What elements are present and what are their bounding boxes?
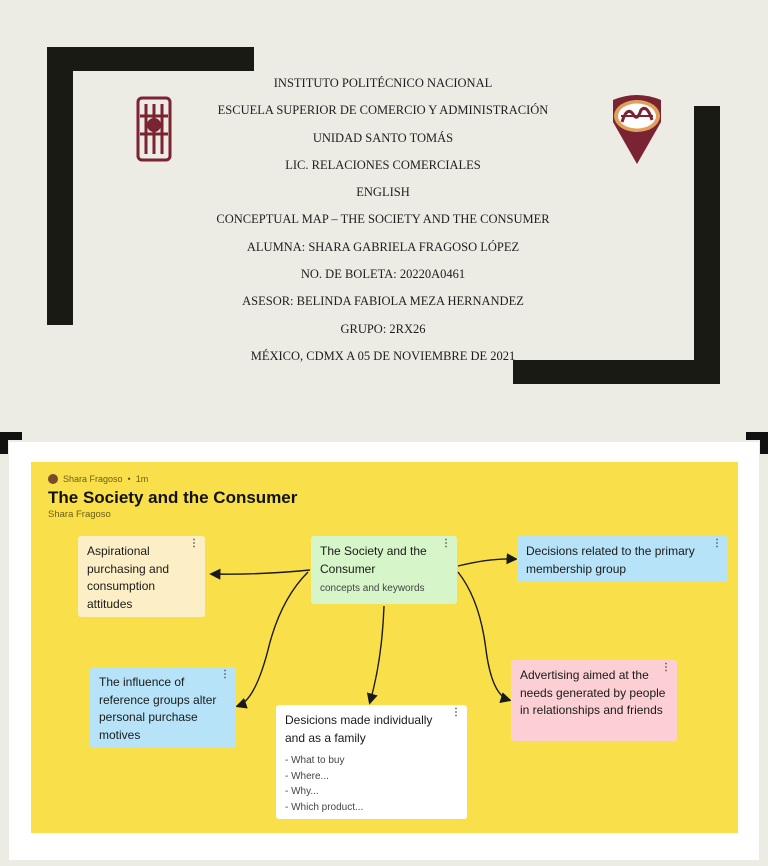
frame-bar-top-left: [47, 47, 254, 71]
subject-name: ENGLISH: [356, 185, 410, 200]
ipn-logo: [134, 94, 174, 164]
note-center[interactable]: ⋮ The Society and the Consumer concepts …: [311, 536, 457, 604]
note-menu-icon[interactable]: ⋮: [220, 669, 230, 680]
cover-text: INSTITUTO POLITÉCNICO NACIONAL ESCUELA S…: [190, 72, 576, 372]
assignment-title: CONCEPTUAL MAP – THE SOCIETY AND THE CON…: [216, 212, 550, 227]
note-advertising[interactable]: ⋮ Advertising aimed at the needs generat…: [511, 660, 677, 741]
note-decisions-group-text: Decisions related to the primary members…: [526, 544, 695, 576]
note-menu-icon[interactable]: ⋮: [189, 538, 199, 549]
frame-bar-left: [47, 47, 73, 325]
note-decisions-group[interactable]: ⋮ Decisions related to the primary membe…: [517, 536, 728, 582]
advisor-name: ASESOR: BELINDA FABIOLA MEZA HERNANDEZ: [242, 294, 524, 309]
note-menu-icon[interactable]: ⋮: [451, 707, 461, 718]
note-influence-text: The influence of reference groups alter …: [99, 675, 217, 742]
corner-bracket-tr: [746, 432, 768, 454]
school-name: ESCUELA SUPERIOR DE COMERCIO Y ADMINISTR…: [217, 103, 549, 118]
cover-slide: INSTITUTO POLITÉCNICO NACIONAL ESCUELA S…: [0, 0, 768, 430]
author-row: Shara Fragoso • 1m: [48, 474, 148, 484]
place-date: MÉXICO, CDMX A 05 DE NOVIEMBRE DE 2021: [250, 348, 516, 363]
institute-name: INSTITUTO POLITÉCNICO NACIONAL: [273, 76, 493, 90]
map-title: The Society and the Consumer: [48, 488, 298, 507]
note-family-list: - What to buy - Where... - Why... - Whic…: [285, 753, 458, 815]
list-item: - Where...: [285, 770, 329, 782]
note-family-title: Desicions made individually and as a fam…: [285, 713, 433, 745]
student-name: ALUMNA: SHARA GABRIELA FRAGOSO LÓPEZ: [246, 239, 520, 254]
corner-bracket-tl: [0, 432, 22, 454]
list-item: - Which product...: [285, 801, 364, 813]
note-menu-icon[interactable]: ⋮: [712, 538, 722, 549]
campus-name: UNIDAD SANTO TOMÁS: [312, 130, 454, 145]
map-subtitle: Shara Fragoso: [48, 509, 111, 520]
note-aspirational[interactable]: ⋮ Aspirational purchasing and consumptio…: [78, 536, 205, 617]
frame-bar-right: [694, 106, 720, 384]
esca-logo: [607, 92, 667, 167]
center-subtitle: concepts and keywords: [320, 583, 425, 594]
degree-name: LIC. RELACIONES COMERCIALES: [285, 157, 481, 172]
separator-dot: •: [127, 474, 131, 484]
note-influence[interactable]: ⋮ The influence of reference groups alte…: [90, 667, 236, 748]
frame-bar-bottom-right: [513, 360, 720, 384]
list-item: - Why...: [285, 786, 319, 797]
note-menu-icon[interactable]: ⋮: [661, 662, 671, 673]
author-name: Shara Fragoso: [63, 474, 123, 484]
note-aspirational-text: Aspirational purchasing and consumption …: [87, 544, 170, 611]
student-id: NO. DE BOLETA: 20220A0461: [300, 267, 466, 282]
center-title: The Society and the Consumer: [320, 544, 427, 576]
group-name: GRUPO: 2RX26: [340, 321, 426, 336]
post-time: 1m: [135, 474, 149, 484]
list-item: - What to buy: [285, 755, 345, 766]
note-menu-icon[interactable]: ⋮: [441, 538, 451, 549]
avatar: [48, 474, 58, 484]
note-advertising-text: Advertising aimed at the needs generated…: [520, 668, 666, 717]
note-family[interactable]: ⋮ Desicions made individually and as a f…: [276, 705, 467, 819]
